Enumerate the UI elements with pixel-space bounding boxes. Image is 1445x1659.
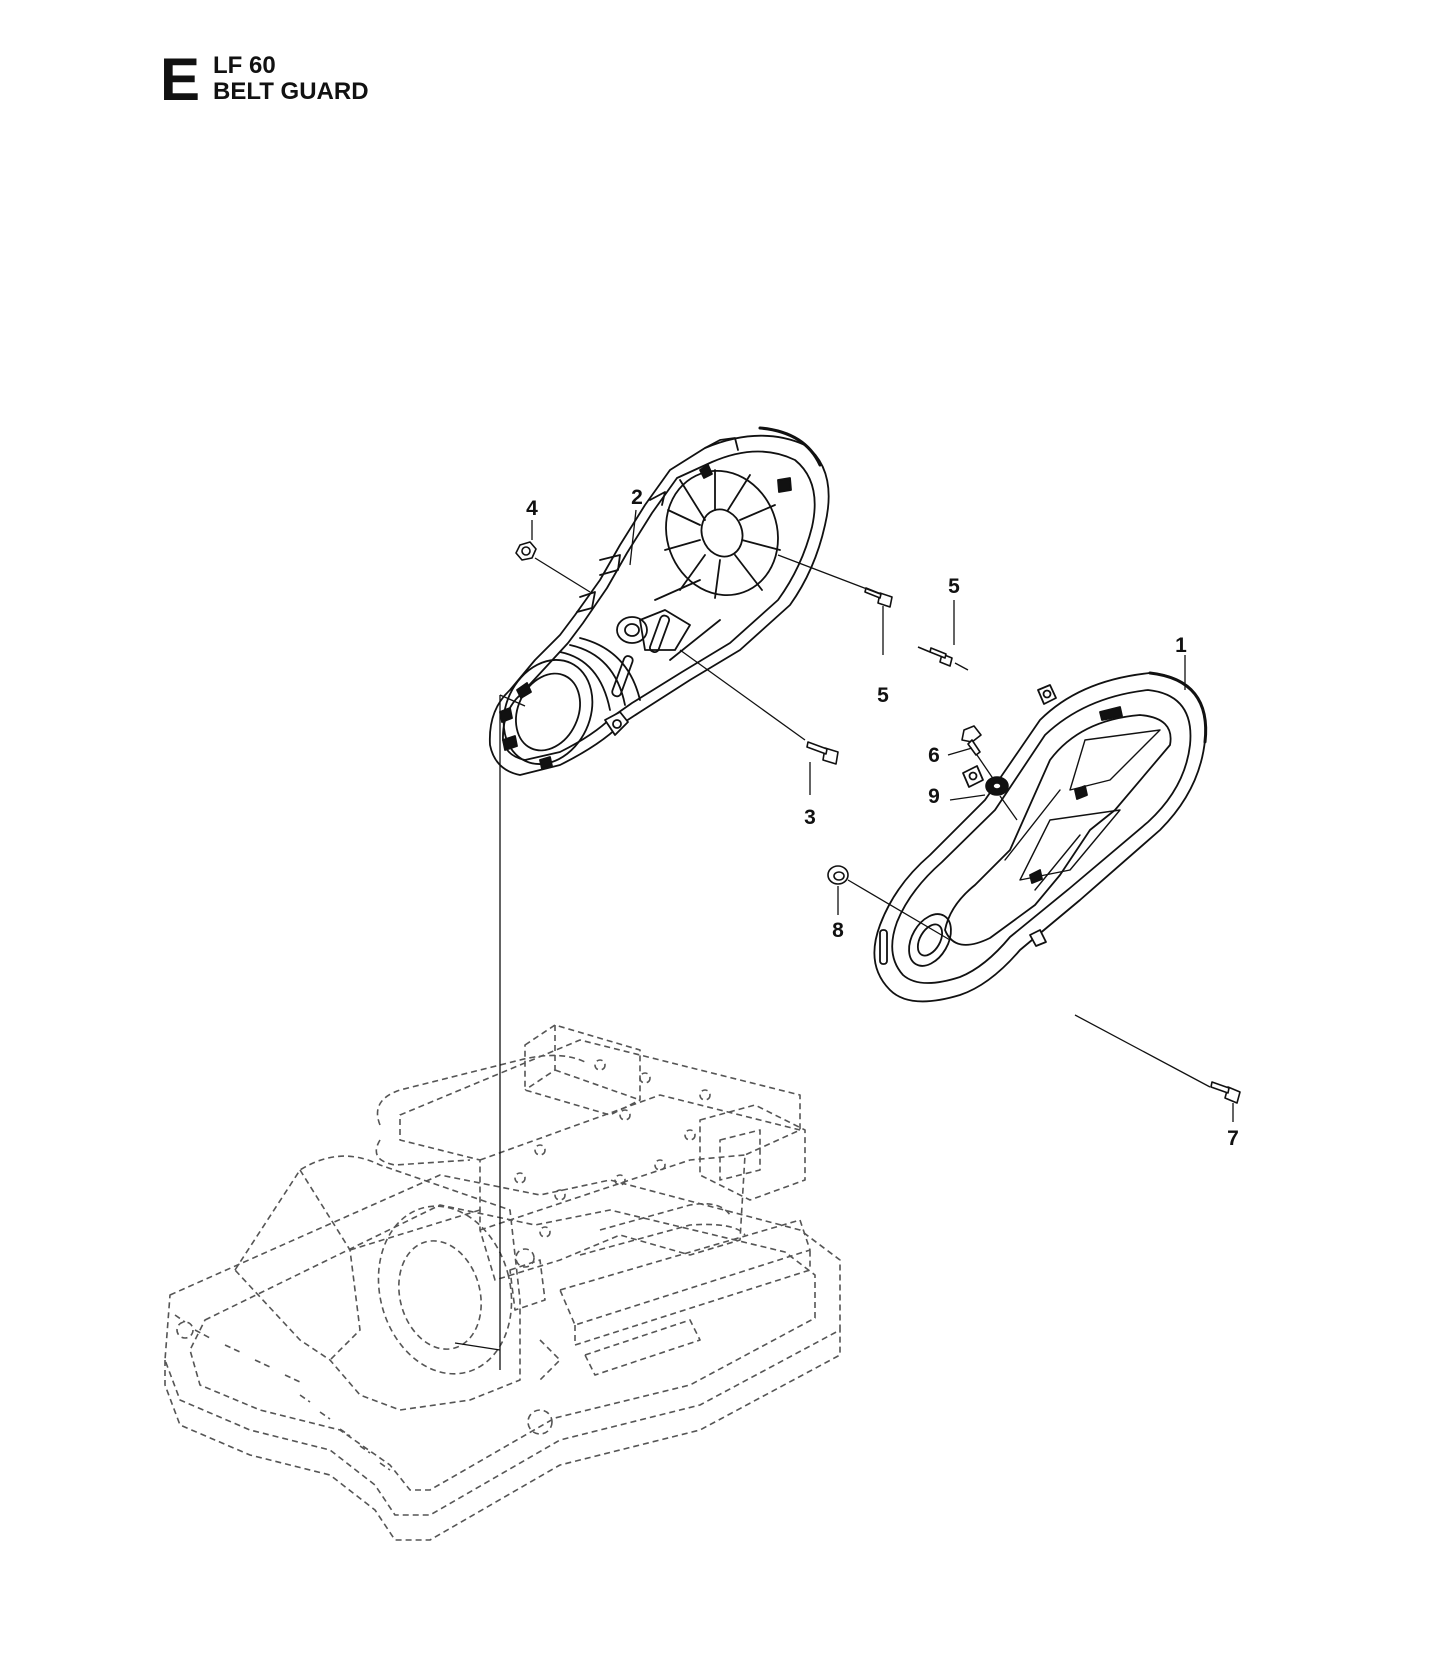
bolt-7 <box>1210 1081 1241 1104</box>
inner-belt-guard <box>488 426 830 776</box>
callout-9: 9 <box>928 785 940 808</box>
model-name: LF 60 <box>213 52 276 79</box>
bolt-5-lower <box>864 587 893 608</box>
leader-9 <box>949 794 986 801</box>
callout-4: 4 <box>526 497 538 520</box>
leader-7-axis <box>1074 1014 1211 1088</box>
bolt-3 <box>806 741 839 765</box>
leader-9-to-guard <box>999 795 1018 821</box>
callout-5-upper: 5 <box>948 575 960 598</box>
outer-belt-guard <box>873 671 1208 1003</box>
leader-5-lower-axis <box>777 554 881 595</box>
leader-6 <box>947 747 973 756</box>
leader-8-axis <box>847 879 951 941</box>
page-title: BELT GUARD <box>213 78 369 105</box>
washer-9 <box>985 776 1009 796</box>
bolt-6 <box>961 725 982 756</box>
clip-8 <box>827 865 849 885</box>
leader-3-axis <box>679 649 806 741</box>
callout-labels: 1 2 3 4 5 5 6 7 8 9 <box>526 486 1239 1150</box>
nut-4 <box>515 541 537 561</box>
leader-2 <box>629 509 637 566</box>
machine-base-frame <box>164 1024 841 1541</box>
callout-3: 3 <box>804 806 816 829</box>
leader-5-upper-axis <box>954 662 969 671</box>
callout-7: 7 <box>1227 1127 1239 1150</box>
assembly-lines <box>454 509 1234 1370</box>
callout-8: 8 <box>832 919 844 942</box>
leader-nut-4-to-guard <box>534 557 591 593</box>
callout-5-lower: 5 <box>877 684 889 707</box>
callout-6: 6 <box>928 744 940 767</box>
leader-6-to-9 <box>976 754 995 781</box>
callout-2: 2 <box>631 486 643 509</box>
section-letter: E <box>160 46 201 113</box>
bolt-5-upper <box>917 646 953 667</box>
hardware <box>515 541 1241 1104</box>
callout-1: 1 <box>1175 634 1187 657</box>
